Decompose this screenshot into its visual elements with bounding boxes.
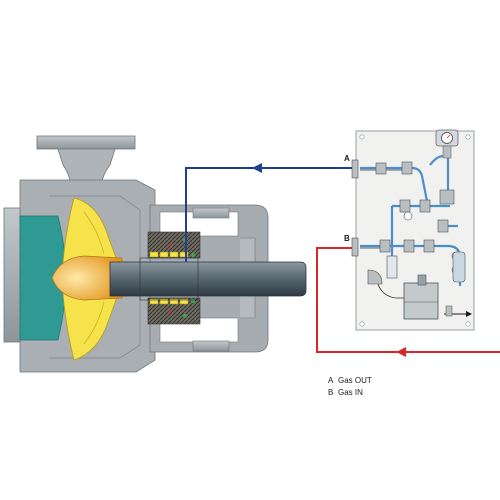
seal-gas-control-panel: A B: [344, 129, 475, 331]
bracket-flange-bottom: [192, 340, 230, 352]
port-b-fitting: [351, 237, 359, 257]
valve-icon: [375, 161, 455, 253]
gas-out-line: [185, 163, 352, 262]
port-b-label: B: [344, 234, 350, 243]
drain-bowl: [367, 269, 383, 285]
legend-key-b: B: [328, 388, 333, 397]
port-a-label: A: [344, 154, 350, 163]
legend-label-b: Gas IN: [338, 388, 363, 397]
legend: A Gas OUT B Gas IN: [328, 376, 372, 397]
legend-key-a: A: [328, 376, 334, 385]
suction-flange: [3, 207, 21, 343]
port-a-fitting: [351, 159, 359, 179]
reservoir-tank-icon: [403, 274, 439, 320]
discharge-flange: [36, 135, 136, 150]
bracket-flange-top: [192, 207, 230, 219]
flow-arrow-icon: [444, 305, 472, 317]
gas-in-line: [316, 247, 500, 357]
pressure-gauge-icon: [435, 129, 459, 159]
legend-label-a: Gas OUT: [338, 376, 372, 385]
seal-springs: [149, 251, 189, 305]
pump-shaft: [109, 261, 307, 297]
pump-cross-section: [3, 135, 307, 373]
